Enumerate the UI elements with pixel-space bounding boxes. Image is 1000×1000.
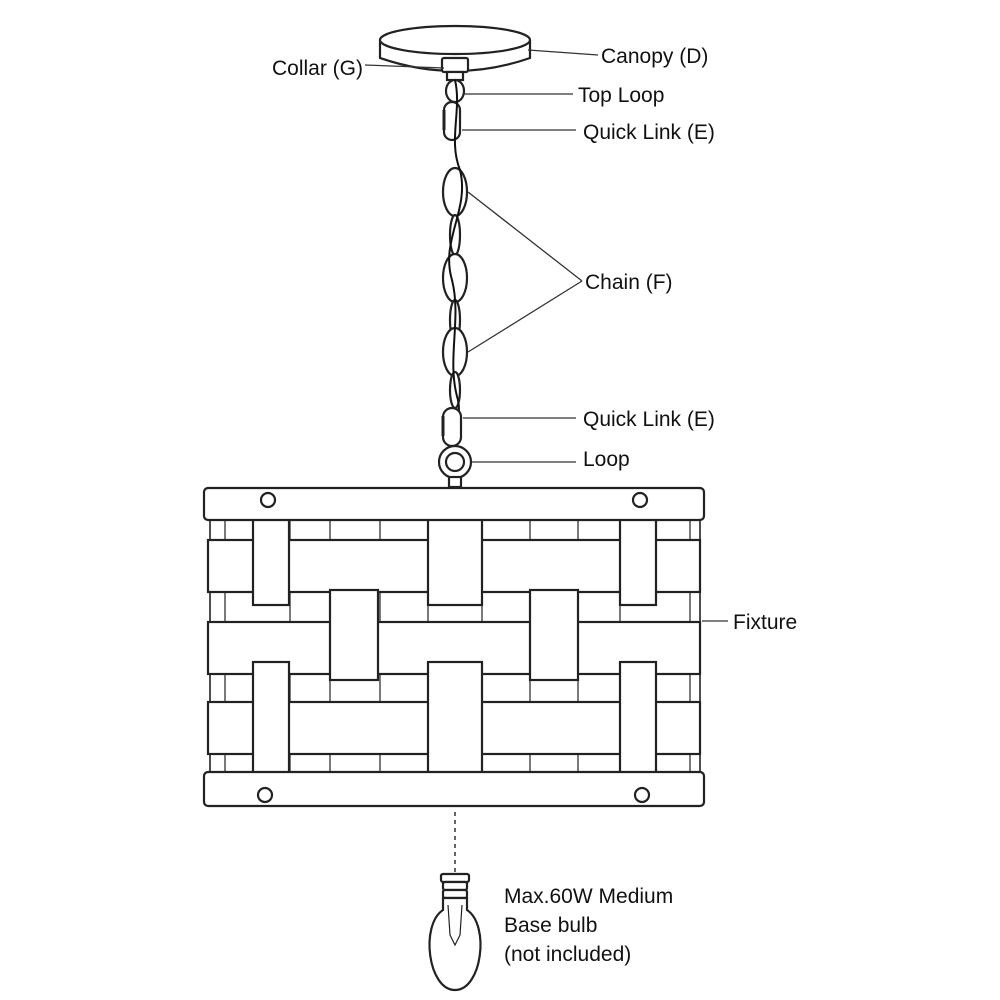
fixture xyxy=(202,486,706,808)
bulb-note-line-2: Base bulb xyxy=(504,914,597,937)
collar xyxy=(440,56,470,82)
quick-link-bottom-label: Quick Link (E) xyxy=(583,408,715,431)
chain xyxy=(441,166,469,410)
chain-label: Chain (F) xyxy=(585,271,673,294)
bulb-note-line-3: (not included) xyxy=(504,943,631,966)
canopy-label: Canopy (D) xyxy=(601,45,708,68)
light-bulb-icon xyxy=(428,872,482,992)
quick-link-top-label: Quick Link (E) xyxy=(583,121,715,144)
bulb-note: Max.60W Medium Base bulb (not included) xyxy=(504,885,673,966)
leader-lines xyxy=(364,49,728,622)
bulb-note-line-1: Max.60W Medium xyxy=(504,885,673,908)
top-loop-label: Top Loop xyxy=(578,84,664,107)
canopy xyxy=(378,24,532,73)
loop xyxy=(437,444,473,489)
quick-link-bottom xyxy=(441,406,463,448)
collar-label: Collar (G) xyxy=(272,57,363,80)
loop-label: Loop xyxy=(583,448,630,471)
fixture-label: Fixture xyxy=(733,611,797,634)
